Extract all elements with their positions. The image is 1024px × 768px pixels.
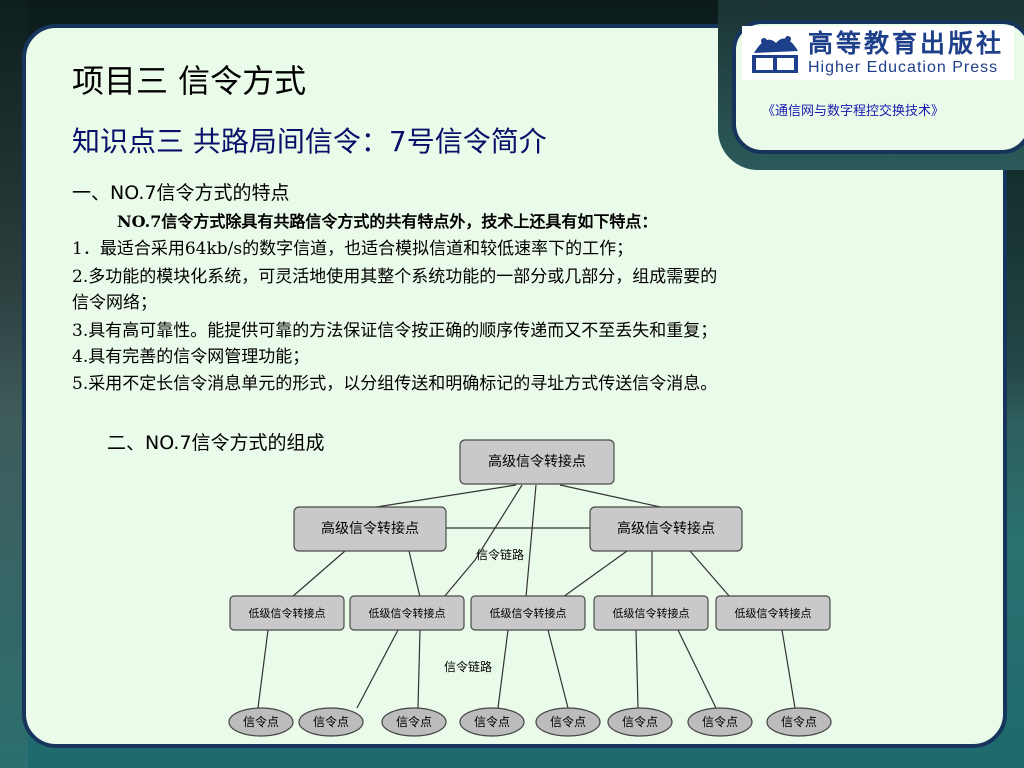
page-title: 项目三 信令方式 (72, 62, 307, 100)
feature-item: 5.采用不定长信令消息单元的形式，以分组传送和明确标记的寻址方式传送信令消息。 (72, 374, 718, 394)
publisher-emblem-icon (752, 36, 798, 73)
mid-stp-node: 高级信令转接点 (293, 506, 447, 552)
sp-node: 信令点 (607, 707, 673, 737)
sp-node: 信令点 (381, 707, 447, 737)
feature-item: 1．最适合采用64kb/s的数字信道，也适合模拟信道和较低速率下的工作； (72, 239, 634, 259)
low-stp-label: 低级信令转接点 (613, 606, 690, 620)
sp-node: 信令点 (459, 707, 525, 737)
section2-heading: 二、NO.7信令方式的组成 (107, 432, 325, 454)
low-stp-node: 低级信令转接点 (229, 595, 345, 631)
section1-intro: NO.7信令方式除具有共路信令方式的共有特点外，技术上还具有如下特点： (117, 212, 658, 231)
feature-item: 2.多功能的模块化系统，可灵活地使用其整个系统功能的一部分或几部分，组成需要的 (72, 267, 718, 287)
feature-item: 4.具有完善的信令网管理功能； (72, 347, 310, 367)
link-line (677, 629, 717, 709)
feature-item: 3.具有高可靠性。能提供可靠的方法保证信令按正确的顺序传递而又不至丢失和重复； (72, 321, 718, 341)
link-line (474, 484, 523, 561)
section1-heading: 一、NO.7信令方式的特点 (72, 182, 290, 204)
link-line (525, 484, 537, 598)
sp-label: 信令点 (781, 714, 817, 729)
sp-label: 信令点 (702, 714, 738, 729)
sp-label: 信令点 (474, 714, 510, 729)
low-stp-node: 低级信令转接点 (470, 595, 586, 631)
link-line (562, 550, 628, 598)
publisher-logo-block: 高等教育出版社 Higher Education Press (742, 26, 1014, 80)
sp-node: 信令点 (298, 707, 364, 737)
diagram-links (257, 484, 796, 709)
low-stp-node: 低级信令转接点 (349, 595, 465, 631)
low-stp-label: 低级信令转接点 (249, 606, 326, 620)
sp-node: 信令点 (535, 707, 601, 737)
low-stp-node: 低级信令转接点 (715, 595, 831, 631)
link-line (369, 484, 517, 509)
top-stp-label: 高级信令转接点 (488, 453, 586, 470)
mid-stp-label: 高级信令转接点 (617, 520, 715, 537)
link-line (689, 550, 731, 598)
page-subtitle: 知识点三 共路局间信令：7号信令简介 (72, 125, 547, 158)
low-stp-node: 低级信令转接点 (593, 595, 709, 631)
publisher-name-cn: 高等教育出版社 (808, 28, 1005, 58)
link-label: 信令链路 (444, 659, 492, 674)
link-line (291, 550, 346, 598)
link-line (497, 629, 509, 709)
mid-stp-label: 高级信令转接点 (321, 520, 419, 537)
course-name: 《通信网与数字程控交换技术》 (762, 104, 945, 119)
sp-node: 信令点 (766, 707, 832, 737)
top-stp-node: 高级信令转接点 (459, 439, 615, 485)
link-label: 信令链路 (476, 547, 524, 562)
sp-node: 信令点 (687, 707, 753, 737)
sp-label: 信令点 (622, 714, 658, 729)
link-line (781, 629, 796, 709)
link-line (356, 629, 399, 709)
low-stp-label: 低级信令转接点 (369, 606, 446, 620)
sp-node: 信令点 (228, 707, 294, 737)
link-line (417, 629, 421, 709)
link-line (408, 550, 421, 598)
sp-label: 信令点 (243, 714, 279, 729)
link-line (559, 484, 666, 509)
link-line (635, 629, 639, 709)
feature-item: 信令网络； (72, 293, 157, 313)
sp-label: 信令点 (396, 714, 432, 729)
link-line (547, 629, 569, 709)
publisher-name-en: Higher Education Press (808, 58, 999, 76)
sp-label: 信令点 (313, 714, 349, 729)
low-stp-label: 低级信令转接点 (490, 606, 567, 620)
link-line (257, 629, 269, 709)
low-stp-label: 低级信令转接点 (735, 606, 812, 620)
link-line (443, 559, 476, 598)
mid-stp-node: 高级信令转接点 (589, 506, 743, 552)
sp-label: 信令点 (550, 714, 586, 729)
